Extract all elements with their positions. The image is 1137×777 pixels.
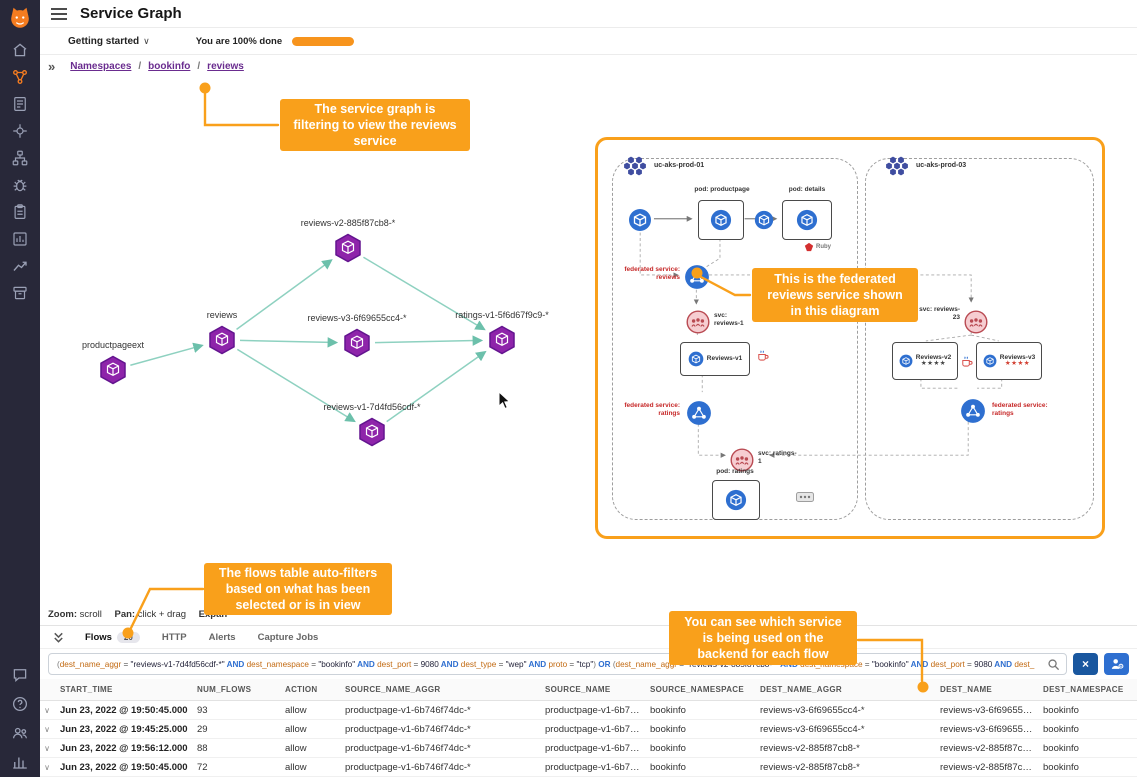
policies-icon[interactable]	[11, 95, 29, 113]
service-graph-canvas[interactable]: » Namespaces / bookinfo / reviews Zoom: …	[40, 55, 1137, 625]
graph-node-ratings-v1[interactable]	[487, 325, 517, 355]
tab-label: Flows	[85, 631, 112, 643]
service-hexagon-icon	[209, 325, 235, 355]
collapse-panel-icon[interactable]	[52, 631, 65, 644]
usage-metrics-icon[interactable]	[11, 753, 29, 771]
getting-started-toggle[interactable]: Getting started	[68, 35, 140, 47]
column-header[interactable]: START_TIME	[60, 685, 113, 694]
endpoints-icon[interactable]	[11, 122, 29, 140]
tab-alerts[interactable]: Alerts	[209, 632, 236, 643]
tab-capture-jobs[interactable]: Capture Jobs	[258, 632, 319, 643]
flows-table-header: START_TIME NUM_FLOWS ACTION SOURCE_NAME_AGG…	[40, 679, 1137, 701]
tab-label: Alerts	[208, 631, 236, 643]
flows-count-badge: 20	[116, 631, 140, 643]
breadcrumb-separator: /	[138, 61, 142, 72]
progress-text: You are 100% done	[195, 35, 283, 47]
canvas-hints: Zoom: scroll Pan: click + drag Expan	[48, 609, 228, 620]
search-icon	[1047, 658, 1060, 671]
breadcrumb-namespaces[interactable]: Namespaces	[70, 61, 132, 72]
users-icon[interactable]	[11, 724, 29, 742]
timeline-icon[interactable]	[11, 257, 29, 275]
breadcrumb-bookinfo[interactable]: bookinfo	[148, 61, 191, 72]
graph-node-reviews[interactable]	[207, 325, 237, 355]
filter-settings-button[interactable]	[1104, 653, 1129, 675]
filter-bar: (dest_name_aggr = "reviews-v1-7d4fd56cdf…	[40, 649, 1137, 679]
home-icon[interactable]	[11, 41, 29, 59]
service-hexagon-icon	[100, 355, 126, 385]
breadcrumb-reviews[interactable]: reviews	[207, 61, 244, 72]
flows-table: START_TIME NUM_FLOWS ACTION SOURCE_NAME_AGG…	[40, 679, 1137, 777]
row-expand-icon[interactable]: ∨	[44, 743, 50, 753]
compliance-icon[interactable]	[11, 203, 29, 221]
flow-filter-input[interactable]: (dest_name_aggr = "reviews-v1-7d4fd56cdf…	[48, 653, 1067, 675]
filter-query: (dest_name_aggr = "reviews-v1-7d4fd56cdf…	[57, 659, 1035, 669]
column-header[interactable]: SOURCE_NAME	[545, 685, 611, 694]
row-expand-icon[interactable]: ∨	[44, 705, 50, 715]
tab-flows[interactable]: Flows 20	[85, 631, 140, 643]
page-title: Service Graph	[80, 5, 182, 22]
row-expand-icon[interactable]: ∨	[44, 762, 50, 772]
tab-http[interactable]: HTTP	[162, 632, 187, 643]
tab-label: Capture Jobs	[257, 631, 319, 643]
tab-label: HTTP	[161, 631, 187, 643]
threat-defense-icon[interactable]	[11, 176, 29, 194]
column-header[interactable]: ACTION	[285, 685, 318, 694]
clear-filter-button[interactable]: ×	[1073, 653, 1098, 675]
service-hexagon-icon	[344, 328, 370, 358]
column-header[interactable]: DEST_NAMESPACE	[1043, 685, 1124, 694]
progress-bar	[292, 36, 355, 46]
service-hexagon-icon	[359, 417, 385, 447]
service-graph-icon[interactable]	[11, 68, 29, 86]
graph-node-reviews-v1[interactable]	[357, 417, 387, 447]
image-assurance-icon[interactable]	[11, 284, 29, 302]
expand-panel-icon[interactable]: »	[48, 59, 56, 74]
breadcrumb-separator: /	[197, 61, 201, 72]
service-hexagon-icon	[335, 233, 361, 263]
activity-icon[interactable]	[11, 230, 29, 248]
column-header[interactable]: DEST_NAME	[940, 685, 993, 694]
getting-started-bar: Getting started ∨ You are 100% done	[40, 28, 1137, 55]
graph-node-reviews-v3[interactable]	[342, 328, 372, 358]
flows-tabs: Flows 20 HTTP Alerts Capture Jobs	[85, 631, 319, 643]
graph-node-reviews-v2[interactable]	[333, 233, 363, 263]
service-hexagon-icon	[489, 325, 515, 355]
calico-logo-icon	[7, 5, 33, 31]
column-header[interactable]: SOURCE_NAMESPACE	[650, 685, 744, 694]
column-header[interactable]: DEST_NAME_AGGR	[760, 685, 842, 694]
sidebar-nav	[0, 0, 40, 777]
column-header[interactable]: NUM_FLOWS	[197, 685, 252, 694]
topbar: Service Graph	[40, 0, 1137, 28]
network-sets-icon[interactable]	[11, 149, 29, 167]
bottom-tabs-bar: Flows 20 HTTP Alerts Capture Jobs	[40, 625, 1137, 649]
column-header[interactable]: SOURCE_NAME_AGGR	[345, 685, 441, 694]
help-icon[interactable]	[11, 695, 29, 713]
chevron-down-icon: ∨	[143, 35, 150, 46]
hamburger-menu-icon[interactable]	[50, 7, 68, 21]
row-expand-icon[interactable]: ∨	[44, 724, 50, 734]
breadcrumb: » Namespaces / bookinfo / reviews	[48, 60, 244, 73]
main-panel: Service Graph Getting started ∨ You are …	[40, 0, 1137, 777]
graph-node-productpageext[interactable]	[98, 355, 128, 385]
chat-icon[interactable]	[11, 666, 29, 684]
